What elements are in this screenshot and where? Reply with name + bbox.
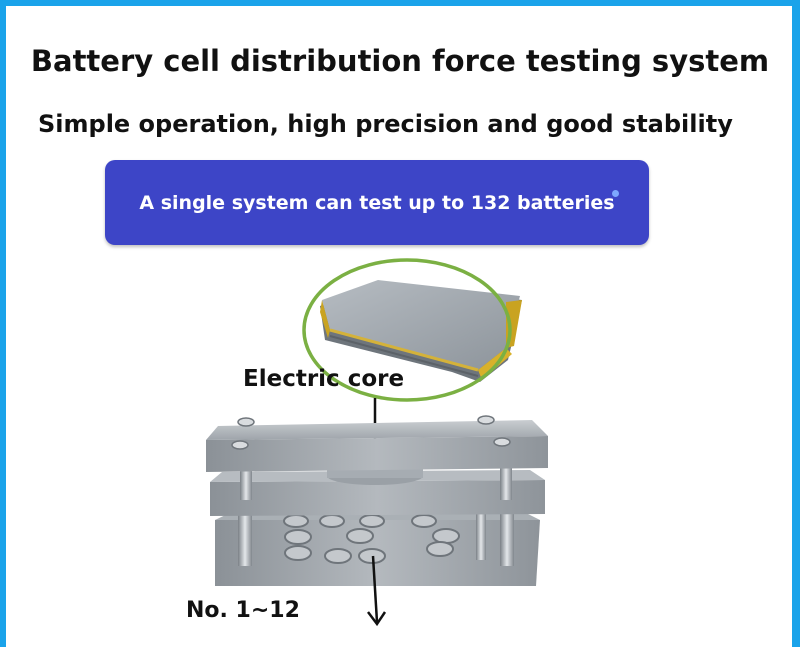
highlight-ring — [302, 258, 512, 402]
channel-pointer-line — [371, 555, 379, 623]
battery-cell-image — [320, 280, 522, 382]
electric-core-label: Electric core — [243, 366, 405, 392]
page-subtitle: Simple operation, high precision and goo… — [38, 110, 733, 138]
channel-arrow-icon — [367, 611, 387, 627]
test-fixture-image — [206, 415, 548, 586]
banner-text: A single system can test up to 132 batte… — [139, 191, 615, 214]
feature-banner: A single system can test up to 132 batte… — [105, 160, 649, 245]
channel-range-label: No. 1~12 — [186, 598, 300, 623]
page-title: Battery cell distribution force testing … — [30, 44, 770, 78]
banner-dot-icon — [612, 190, 619, 197]
